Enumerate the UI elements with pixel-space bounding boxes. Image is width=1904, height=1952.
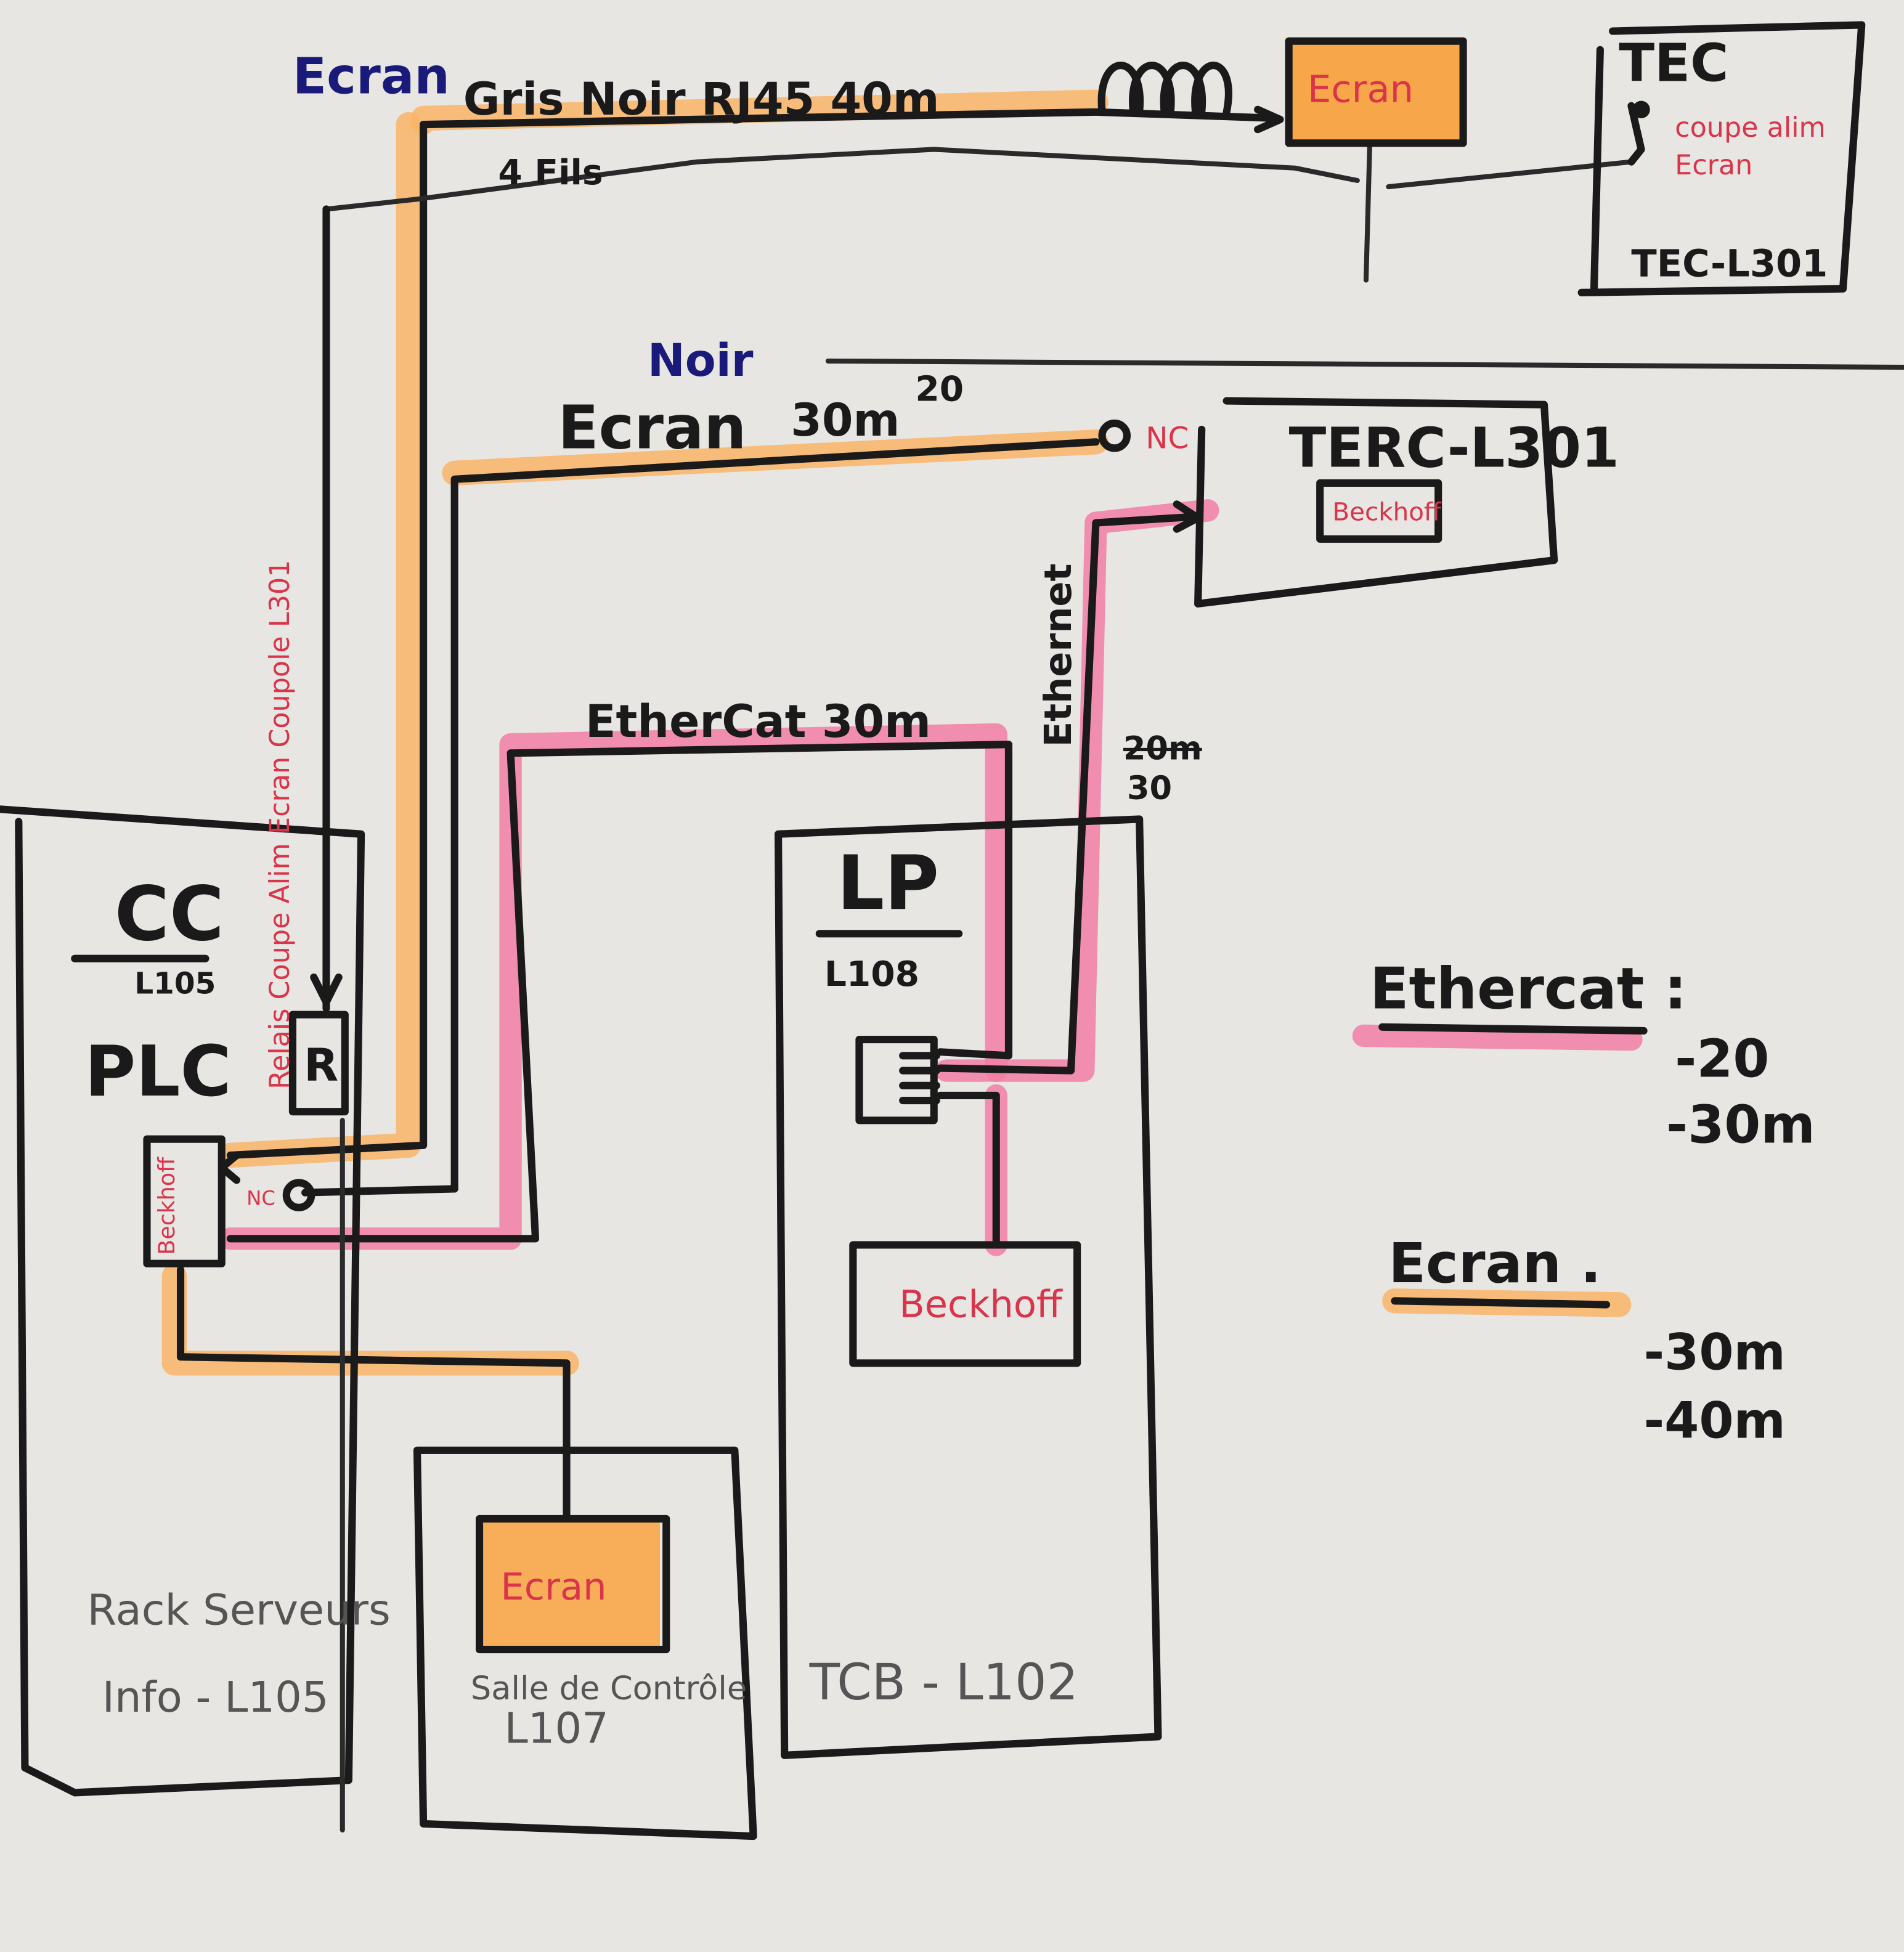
top-screen-fill	[1291, 43, 1460, 144]
terc-beckhoff-box	[1316, 479, 1442, 543]
terc-title: TERC-L301	[1289, 416, 1619, 480]
relay-label: R	[304, 1039, 338, 1092]
ethernet-length: 30	[1127, 770, 1172, 807]
tec-note-1: coupe alim	[1675, 112, 1826, 144]
plc-beckhoff-box	[143, 1135, 226, 1267]
legend-ethercat-item: -20	[1675, 1029, 1769, 1090]
four-wires-label: 4 Fils	[498, 152, 603, 193]
top-screen-label: Ecran	[1308, 68, 1414, 112]
legend: Ethercat : -20 -30m Ecran . -30m -40m	[1370, 956, 1815, 1450]
lp-beckhoff-box	[849, 1241, 1081, 1367]
tcb-label: TCB - L102	[809, 1654, 1078, 1712]
lp-connector	[855, 1035, 938, 1124]
legend-ethercat-title: Ethercat :	[1370, 956, 1687, 1022]
mid-cable-length: 30m	[791, 394, 900, 447]
top-screen-box	[1285, 37, 1467, 147]
cc-room: L105	[134, 966, 216, 1001]
cables	[176, 62, 1904, 1523]
rack-line-2: Info - L105	[102, 1673, 329, 1722]
tec-title: TEC	[1619, 33, 1728, 94]
lp-room: L108	[824, 954, 919, 994]
mid-cable-length-alt: 20	[915, 369, 964, 410]
control-room-line-2: L107	[504, 1704, 608, 1754]
ethercat-cable-label: EtherCat 30m	[585, 696, 931, 748]
legend-ecran-title: Ecran .	[1388, 1231, 1601, 1295]
legend-ecran-item: -40m	[1644, 1393, 1786, 1450]
mid-cable-nc: NC	[1145, 421, 1189, 455]
top-cable-blue-label: Ecran	[293, 48, 450, 106]
ethernet-label: Ethernet	[1037, 564, 1080, 747]
plc-beckhoff: Beckhoff	[153, 1157, 180, 1255]
ethernet-length-struck: 20m	[1123, 730, 1202, 767]
rack-line-1: Rack Serveurs	[87, 1586, 390, 1635]
relay-note: Relais Coupe Alim Ecran Coupole L301	[264, 560, 296, 1089]
cc-title: CC	[115, 870, 224, 958]
legend-ethercat-item: -30m	[1666, 1095, 1815, 1156]
rooms	[0, 21, 1866, 1840]
lp-beckhoff: Beckhoff	[899, 1283, 1063, 1327]
control-screen-label: Ecran	[500, 1566, 606, 1609]
tec-name: TEC-L301	[1631, 243, 1828, 286]
switch-contact-icon	[1632, 100, 1650, 118]
top-cable-label: Gris Noir RJ45 40m	[463, 73, 940, 126]
mid-cable-label: Ecran	[558, 392, 746, 462]
control-screen-fill	[483, 1521, 661, 1646]
tec-note-2: Ecran	[1675, 150, 1752, 181]
mid-cable-color: Noir	[648, 335, 754, 387]
terc-beckhoff: Beckhoff	[1332, 497, 1442, 527]
lp-title: LP	[837, 839, 939, 927]
legend-ecran-item: -30m	[1644, 1324, 1786, 1381]
plc-nc: NC	[246, 1187, 275, 1210]
control-room-line-1: Salle de Contrôle	[471, 1670, 747, 1707]
control-screen-box	[475, 1515, 670, 1654]
plc-label: PLC	[84, 1031, 231, 1112]
relay-box	[288, 1011, 349, 1116]
